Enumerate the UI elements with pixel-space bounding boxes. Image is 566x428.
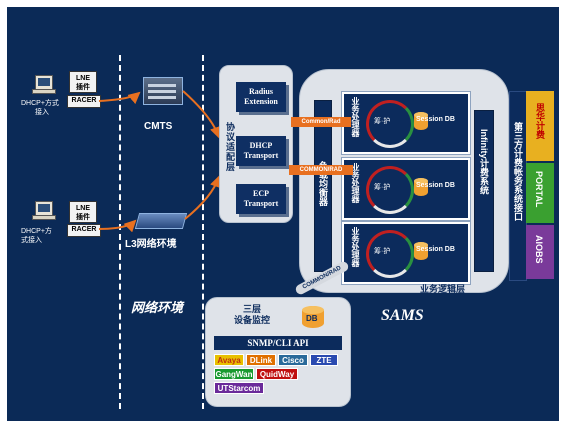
sams-panel: 负载均衡器 业务处理器 筹·护 Session DB 业务处理器 筹·护 Ses…: [299, 69, 509, 294]
client-label-1: DHCP+方式 接入: [21, 100, 59, 116]
cycle-icon: [366, 230, 414, 278]
lne-label: LNE: [76, 205, 90, 212]
database-icon: [414, 112, 428, 130]
protocol-adapter-panel: 协议适配层 Radius Extension DHCP Transport EC…: [219, 65, 293, 223]
aiobs-bar: AIOBS: [526, 225, 554, 279]
device-monitor-panel: 三层 设备监控 DB SNMP/CLI API Avaya DLink Cisc…: [205, 297, 351, 407]
vendor-avaya: Avaya: [214, 354, 244, 366]
business-logic-layer-label: 业务逻辑层: [420, 284, 466, 294]
session-db-label: Session DB: [416, 116, 455, 123]
dhcp-transport-box: DHCP Transport: [236, 136, 286, 166]
database-icon: [302, 306, 324, 328]
business-row-3: 业务处理器 筹·护 Session DB: [342, 222, 470, 284]
separator-left: [119, 55, 121, 409]
vendor-dlink: DLink: [246, 354, 276, 366]
monitor-title: 三层 设备监控: [234, 304, 271, 325]
lne-plugin-box: LNE 插件: [69, 71, 97, 93]
radius-extension-box: Radius Extension: [236, 82, 286, 112]
snmp-cli-api-bar: SNMP/CLI API: [214, 336, 342, 350]
sihua-billing-bar: 思华计费: [526, 91, 554, 161]
computer-base-icon: [32, 215, 56, 220]
portal-bar: PORTAL: [526, 163, 554, 223]
cycle-label: 筹·护: [374, 118, 391, 125]
processor-label: 业务处理器: [351, 227, 360, 267]
database-icon: [414, 178, 428, 196]
cycle-label: 筹·护: [374, 248, 391, 255]
lne-plugin-box: LNE 插件: [69, 201, 97, 223]
infinity-billing-system: Infinity计费系统: [474, 110, 494, 272]
ecp-transport-box: ECP Transport: [236, 184, 286, 214]
database-icon: [414, 242, 428, 260]
vendor-cisco: Cisco: [278, 354, 308, 366]
network-env-label: 网络环境: [131, 300, 184, 315]
vendor-quidway: QuidWay: [256, 368, 298, 380]
l3-network-label: L3网络环境: [125, 239, 177, 250]
processor-label: 业务处理器: [351, 97, 360, 137]
separator-right: [202, 55, 204, 409]
plugin-label: 插件: [76, 214, 90, 221]
vendor-utstarcom: UTStarcom: [214, 382, 264, 394]
session-db-label: Session DB: [416, 182, 455, 189]
cycle-icon: [366, 166, 414, 214]
cycle-icon: [366, 100, 414, 148]
computer-base-icon: [32, 89, 56, 94]
plugin-label: 插件: [76, 84, 90, 91]
common-rad-link-2: COMMON/RAD: [289, 165, 353, 175]
common-rad-link-1: Common/Rad: [291, 117, 351, 127]
third-party-interface: 第三方计费帐务系统接口: [509, 91, 527, 281]
racer-box: RACER: [67, 95, 101, 108]
racer-box: RACER: [67, 224, 101, 237]
vendor-zte: ZTE: [310, 354, 338, 366]
session-db-label: Session DB: [416, 246, 455, 253]
cmts-label: CMTS: [144, 121, 173, 132]
architecture-diagram: LNE 插件 RACER DHCP+方式 接入 LNE 插件 RACER DHC…: [7, 7, 559, 421]
computer-icon: [35, 201, 53, 216]
cycle-label: 筹·护: [374, 184, 391, 191]
protocol-adapter-title: 协议适配层: [225, 122, 235, 172]
db-label: DB: [306, 314, 318, 323]
vendor-gangwan: GangWan: [214, 368, 254, 380]
cmts-device-icon: [143, 77, 183, 105]
connection-arrows: [98, 90, 222, 233]
lne-label: LNE: [76, 75, 90, 82]
business-row-2: 业务处理器 筹·护 Session DB: [342, 158, 470, 220]
processor-label: 业务处理器: [351, 163, 360, 203]
business-row-1: 业务处理器 筹·护 Session DB: [342, 92, 470, 154]
sams-label: SAMS: [381, 307, 424, 324]
client-label-2: DHCP+方 式接入: [21, 228, 52, 244]
